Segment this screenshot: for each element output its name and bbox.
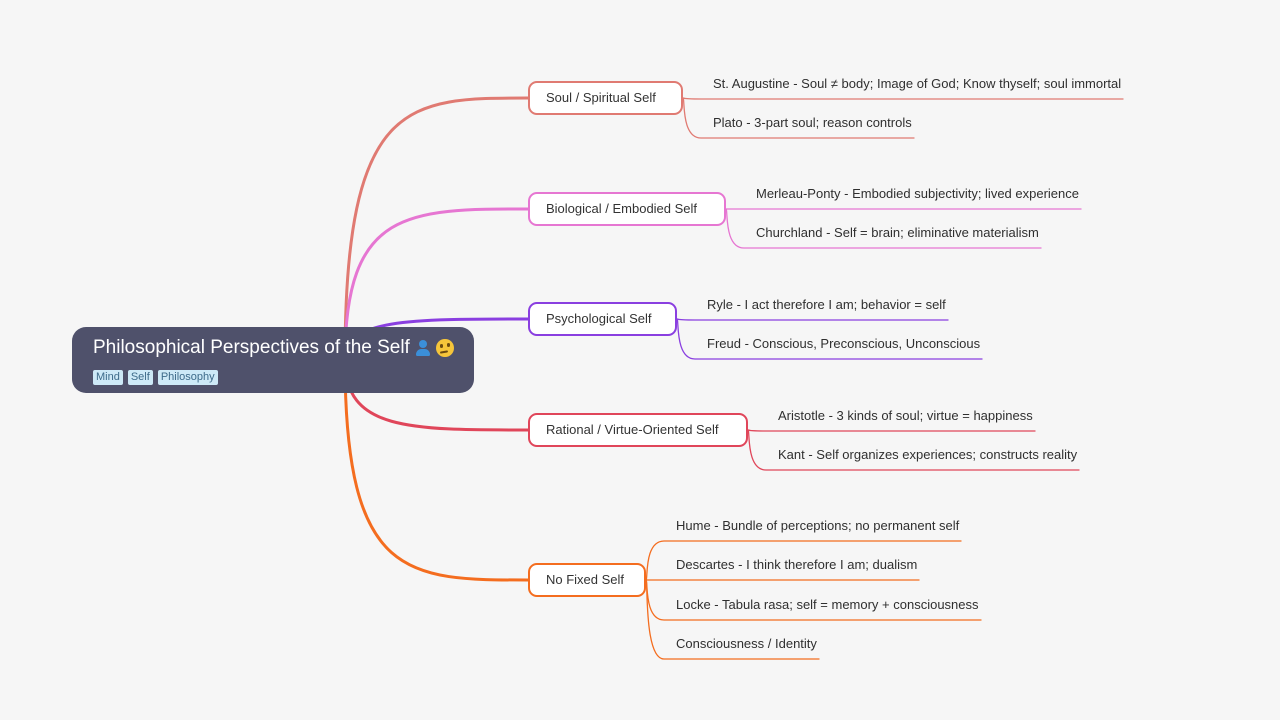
- tag-self[interactable]: Self: [127, 370, 153, 385]
- root-title-row: Philosophical Perspectives of the Self: [93, 337, 454, 359]
- leaf-locke[interactable]: Locke - Tabula rasa; self = memory + con…: [676, 597, 979, 612]
- branch-psychological-self[interactable]: Psychological Self: [528, 302, 677, 336]
- branch-no-fixed-self[interactable]: No Fixed Self: [528, 563, 646, 597]
- tag-mind[interactable]: Mind: [93, 370, 123, 385]
- connector-branch-2-leaf-0: [676, 318, 949, 321]
- leaf-consciousness-identity[interactable]: Consciousness / Identity: [676, 636, 817, 651]
- leaf-hume[interactable]: Hume - Bundle of perceptions; no permane…: [676, 518, 960, 533]
- connector-root-to-branch-0: [343, 96, 530, 362]
- root-title: Philosophical Perspectives of the Self: [93, 337, 410, 358]
- leaf-aristotle[interactable]: Aristotle - 3 kinds of soul; virtue = ha…: [778, 408, 1033, 423]
- leaf-freud[interactable]: Freud - Conscious, Preconscious, Unconsc…: [707, 336, 981, 351]
- tag-philosophy[interactable]: Philosophy: [157, 370, 218, 385]
- leaf-merleau-ponty[interactable]: Merleau-Ponty - Embodied subjectivity; l…: [756, 186, 1079, 201]
- root-tags: Mind Self Philosophy: [93, 370, 218, 385]
- branch-soul-spiritual-self[interactable]: Soul / Spiritual Self: [528, 81, 683, 115]
- leaf-plato[interactable]: Plato - 3-part soul; reason controls: [713, 115, 912, 130]
- branch-biological-embodied-self[interactable]: Biological / Embodied Self: [528, 192, 726, 226]
- leaf-descartes[interactable]: Descartes - I think therefore I am; dual…: [676, 557, 918, 572]
- user-icon: [415, 340, 430, 356]
- connector-branch-0-leaf-0: [682, 97, 1124, 100]
- leaf-kant[interactable]: Kant - Self organizes experiences; const…: [778, 447, 1078, 462]
- branch-rational-virtue-oriented-self[interactable]: Rational / Virtue-Oriented Self: [528, 413, 748, 447]
- thinking-face-icon: [436, 339, 454, 357]
- connector-root-to-branch-4: [343, 358, 530, 582]
- connector-branch-3-leaf-0: [747, 429, 1036, 432]
- leaf-ryle[interactable]: Ryle - I act therefore I am; behavior = …: [707, 297, 946, 312]
- root-topic[interactable]: Philosophical Perspectives of the Self M…: [72, 327, 474, 393]
- leaf-st-augustine[interactable]: St. Augustine - Soul ≠ body; Image of Go…: [713, 76, 1122, 91]
- leaf-churchland[interactable]: Churchland - Self = brain; eliminative m…: [756, 225, 1039, 240]
